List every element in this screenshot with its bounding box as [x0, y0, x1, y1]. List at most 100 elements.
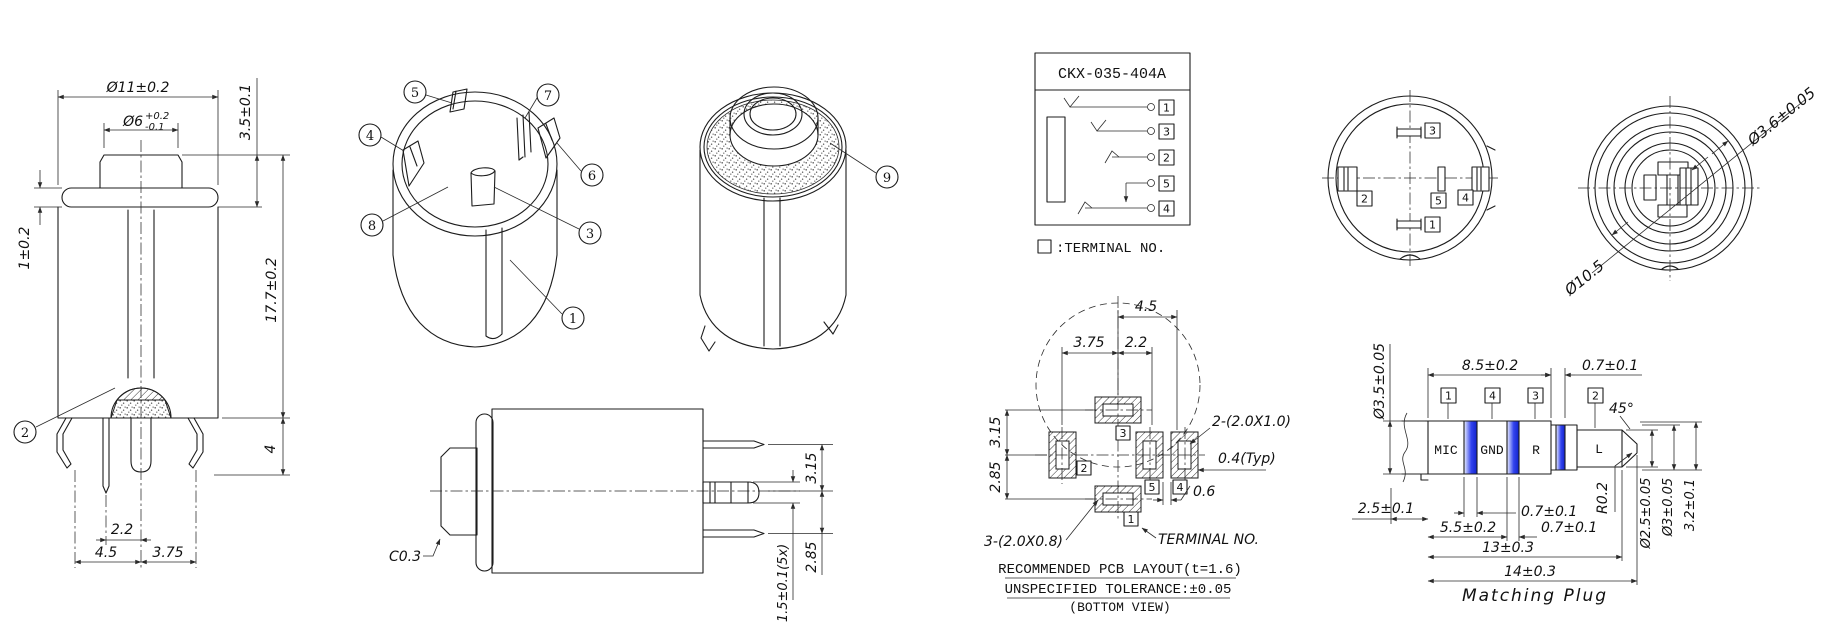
dim-pcb315: 3.15	[988, 416, 1004, 447]
plug-box-2	[1587, 387, 1604, 404]
terminal-box-2	[1158, 149, 1175, 166]
view-side: C0.3 3.15 2.85 1.5±0.1(5x)	[389, 408, 833, 622]
terminal-box-5	[1158, 175, 1175, 192]
dim-07b: 0.7±0.1	[1541, 520, 1597, 536]
cap-inner	[703, 96, 843, 198]
dim-w22: 2.2	[111, 522, 133, 538]
top-box-3	[1424, 122, 1441, 139]
balloon-4	[358, 123, 382, 147]
plug-neck	[1550, 424, 1578, 471]
top-label-4: 4	[1462, 192, 1469, 205]
pcb-box-5	[1144, 479, 1160, 495]
dim-22: 2.2	[1125, 335, 1147, 351]
view-front-circles: Ø10.5 Ø3.6±0.05	[1560, 84, 1819, 300]
balloon-4-label: 4	[366, 129, 374, 144]
plug-label-2: 2	[1592, 390, 1599, 403]
pcb-label-2: 2	[1081, 462, 1088, 475]
plug-label-3: 3	[1532, 390, 1539, 403]
dim-pin15: 1.5±0.1(5x)	[776, 544, 791, 622]
insulator-band-3	[1556, 425, 1565, 470]
pcb-label-3: 3	[1120, 427, 1127, 440]
balloon-2	[13, 420, 37, 444]
top-terminal-1	[1396, 220, 1422, 229]
housing-channel	[485, 227, 503, 340]
dim-45deg: 45°	[1609, 401, 1634, 417]
dim-pcb285: 2.85	[988, 461, 1004, 492]
terminal-7-shape	[516, 111, 532, 161]
dim-55: 5.5±0.2	[1440, 520, 1496, 536]
dim-h177: 17.7±0.2	[264, 257, 280, 322]
plug-box-3	[1527, 387, 1544, 404]
middle-pin	[102, 417, 110, 494]
rim-inner	[401, 100, 549, 228]
textured-ring	[707, 100, 839, 194]
front-cylinder	[440, 447, 478, 536]
pad-1	[1094, 485, 1142, 513]
view-schematic: CKX-035-404A 1 3 2 5 4 :TERMINAL NO.	[1034, 52, 1191, 257]
plug-label-4: 4	[1489, 390, 1496, 403]
section-gnd: GND	[1480, 443, 1504, 458]
dim-45: 4.5	[1135, 299, 1157, 315]
pcb-note-3: (BOTTOM VIEW)	[1069, 600, 1170, 615]
dim-32: 3.2±0.1	[1683, 479, 1698, 531]
view-top: 3 2 5 4 1	[1322, 90, 1498, 266]
top-box-4	[1457, 189, 1474, 206]
balloon-6-label: 6	[588, 169, 596, 184]
dim-dia6: Ø6	[122, 114, 143, 130]
dim-07top: 0.7±0.1	[1582, 358, 1638, 374]
dim-chamfer: C0.3	[389, 549, 421, 565]
pcb-box-1	[1123, 511, 1139, 527]
dim-dia25: Ø2.5±0.05	[1639, 478, 1654, 550]
dim-r02: R0.2	[1595, 482, 1611, 514]
dome-outline	[110, 387, 172, 419]
terminal-5: 5	[1163, 178, 1170, 191]
balloon-2-leader	[35, 387, 116, 428]
front-crosshair	[1578, 96, 1762, 281]
terminal-1: 1	[1163, 102, 1170, 115]
section-r: R	[1532, 443, 1540, 458]
dim-315: 3.15	[804, 452, 820, 483]
label-slots-large: 2-(2.0X1.0)	[1212, 414, 1291, 430]
balloon-8-label: 8	[368, 219, 376, 234]
dim-14: 14±0.3	[1504, 564, 1556, 580]
flange-outline	[61, 187, 219, 208]
pcb-label-4: 4	[1177, 481, 1184, 494]
dim-dia35: Ø3.5±0.05	[1372, 343, 1388, 420]
hub-top	[729, 86, 819, 150]
dim-06: 0.6	[1193, 484, 1215, 500]
top-terminal-3	[1396, 128, 1422, 137]
view-pcb: 3 2 5 4 1 4.5 3.75 2.2 3.15 2.85 0.6 0.4…	[984, 296, 1291, 615]
pad-5	[1135, 431, 1164, 479]
pcb-label-5: 5	[1149, 481, 1156, 494]
dim-dia105: Ø10.5	[1560, 257, 1607, 300]
part-number: CKX-035-404A	[1058, 66, 1166, 83]
top-label-1: 1	[1429, 219, 1436, 232]
pcb-note-1: RECOMMENDED PCB LAYOUT(t=1.6)	[998, 562, 1242, 578]
left-leg	[56, 417, 73, 469]
pad-2	[1048, 431, 1077, 479]
view-matching-plug: MIC GND R L 1 4 3 2 45° Ø3.5±0.05 8.5±0.…	[1352, 343, 1702, 606]
dim-13: 13±0.3	[1482, 540, 1534, 556]
balloon-3-label: 3	[586, 227, 594, 242]
pcb-box-4	[1172, 479, 1188, 495]
insulator-band-2	[1507, 421, 1519, 474]
center-pin	[130, 417, 152, 473]
legend-text: :TERMINAL NO.	[1056, 241, 1165, 257]
assembled-body	[699, 149, 847, 350]
dim-85: 8.5±0.2	[1462, 358, 1518, 374]
top-box-5	[1430, 192, 1447, 209]
view-front-section: 2 Ø11±0.2 Ø6 +0.2 -0.1 3.5±0.1 1±0.2 17.…	[13, 78, 290, 568]
side-flange	[475, 413, 494, 572]
dim-07a: 0.7±0.1	[1521, 504, 1577, 520]
pcb-note-2: UNSPECIFIED TOLERANCE:±0.05	[1005, 582, 1232, 598]
label-terminal-no: TERMINAL NO.	[1158, 532, 1259, 548]
legend-square	[1037, 239, 1052, 254]
hole-outer	[743, 92, 803, 136]
balloon-7	[536, 83, 560, 107]
plug-box-1	[1440, 387, 1457, 404]
balloon-8	[360, 213, 384, 237]
top-box-1	[1424, 216, 1441, 233]
plug-title: Matching Plug	[1462, 586, 1608, 606]
